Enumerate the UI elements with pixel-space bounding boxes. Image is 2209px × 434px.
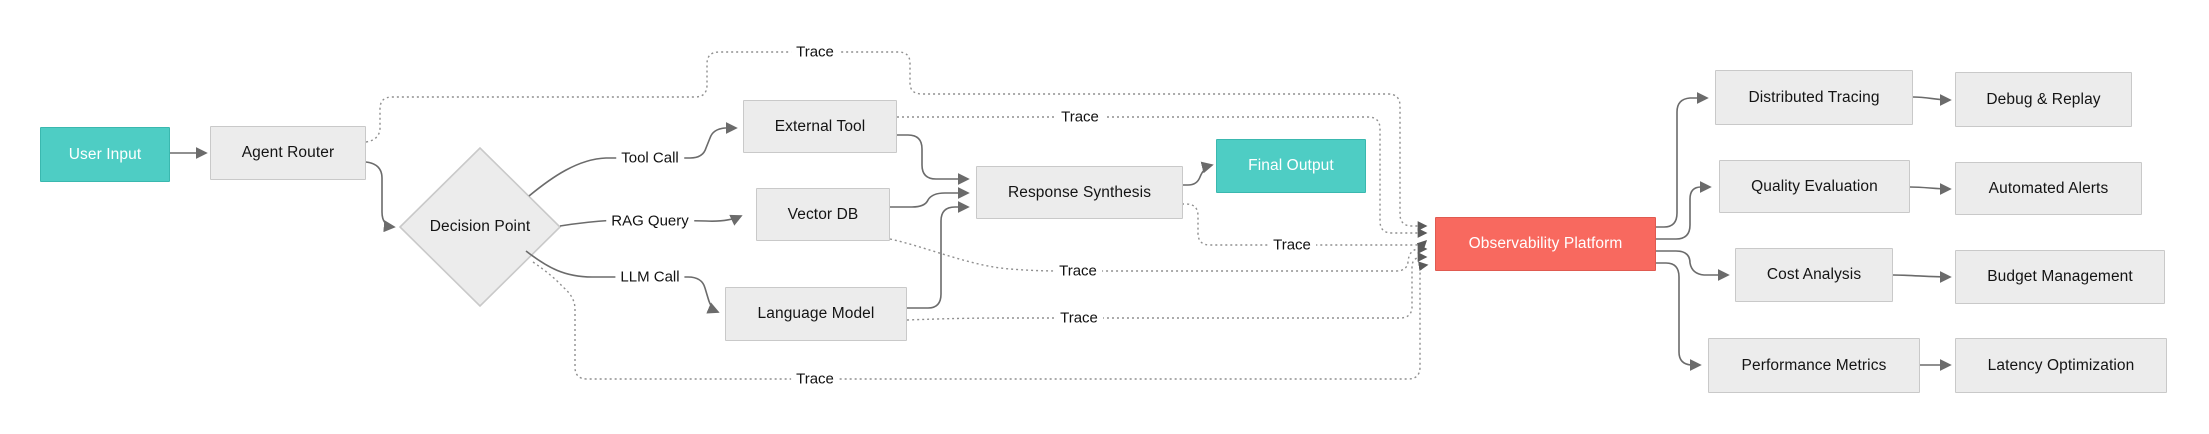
edge-label-trace-external-tool: Trace xyxy=(1056,108,1104,126)
node-label: Latency Optimization xyxy=(1987,356,2135,374)
edge-label-trace-response: Trace xyxy=(1268,236,1316,254)
node-label: Agent Router xyxy=(241,144,335,161)
edge-trace-vector-db xyxy=(889,238,1428,272)
edge-trace-language-model xyxy=(906,252,1428,321)
edge-cost-analysis-budget xyxy=(1892,270,1952,283)
node-cost-analysis: Cost Analysis xyxy=(1735,248,1893,302)
node-automated-alerts: Automated Alerts xyxy=(1955,162,2142,215)
node-label: External Tool xyxy=(774,117,866,135)
node-user-input: User Input xyxy=(40,127,170,182)
edge-label-llm-call: LLM Call xyxy=(615,268,685,286)
node-response-synthesis: Response Synthesis xyxy=(976,166,1183,219)
node-label: Cost Analysis xyxy=(1766,266,1862,283)
node-label: Automated Alerts xyxy=(1988,179,2109,197)
edge-label-tool-call: Tool Call xyxy=(616,149,684,167)
edge-language-model-response xyxy=(907,201,970,309)
node-decision-point: Decision Point xyxy=(400,200,560,254)
edge-agent-router-decision xyxy=(365,161,396,233)
node-final-output: Final Output xyxy=(1216,139,1366,193)
node-label: Distributed Tracing xyxy=(1748,88,1880,106)
node-quality-evaluation: Quality Evaluation xyxy=(1719,160,1910,213)
edge-label-trace-bottom: Trace xyxy=(791,370,839,388)
node-observability-platform: Observability Platform xyxy=(1435,217,1656,271)
edge-observability-cost-analysis xyxy=(1656,250,1730,281)
node-label: User Input xyxy=(68,145,142,163)
edge-observability-distributed-tracing xyxy=(1656,92,1709,228)
node-label: Performance Metrics xyxy=(1741,356,1887,374)
edge-observability-quality-evaluation xyxy=(1656,181,1712,240)
node-agent-router: Agent Router xyxy=(210,126,366,180)
node-external-tool: External Tool xyxy=(743,100,897,153)
node-debug-replay: Debug & Replay xyxy=(1955,72,2132,127)
node-label: Quality Evaluation xyxy=(1751,177,1878,195)
node-label: Language Model xyxy=(757,305,875,322)
edge-trace-external-tool xyxy=(897,116,1428,238)
edge-decision-external-tool xyxy=(528,122,738,197)
node-label: Decision Point xyxy=(429,218,531,235)
edge-external-tool-response xyxy=(897,134,970,185)
edge-quality-evaluation-alerts xyxy=(1909,182,1952,195)
node-label: Budget Management xyxy=(1987,268,2133,285)
node-label: Vector DB xyxy=(787,205,859,223)
node-language-model: Language Model xyxy=(725,287,907,341)
node-label: Observability Platform xyxy=(1468,235,1623,252)
node-vector-db: Vector DB xyxy=(756,188,890,241)
node-label: Final Output xyxy=(1248,157,1334,174)
node-label: Debug & Replay xyxy=(1986,90,2101,108)
edge-label-trace-vector-db: Trace xyxy=(1054,262,1102,280)
node-label: Response Synthesis xyxy=(1007,183,1152,201)
edge-trace-agent-router xyxy=(365,51,1428,231)
node-latency-optimization: Latency Optimization xyxy=(1955,338,2167,393)
node-performance-metrics: Performance Metrics xyxy=(1708,338,1920,393)
edge-label-trace-language-model: Trace xyxy=(1055,309,1103,327)
edge-response-final-output xyxy=(1182,161,1214,186)
edge-label-rag-query: RAG Query xyxy=(606,212,694,230)
node-distributed-tracing: Distributed Tracing xyxy=(1715,70,1913,125)
edge-label-trace-top: Trace xyxy=(791,43,839,61)
edge-distributed-tracing-debug xyxy=(1912,93,1952,106)
node-shape-decision-point xyxy=(398,146,562,308)
node-budget-management: Budget Management xyxy=(1955,250,2165,304)
edge-vector-db-response xyxy=(890,187,970,208)
edge-observability-performance-metrics xyxy=(1656,262,1702,371)
edge-decision-language-model xyxy=(525,250,720,314)
